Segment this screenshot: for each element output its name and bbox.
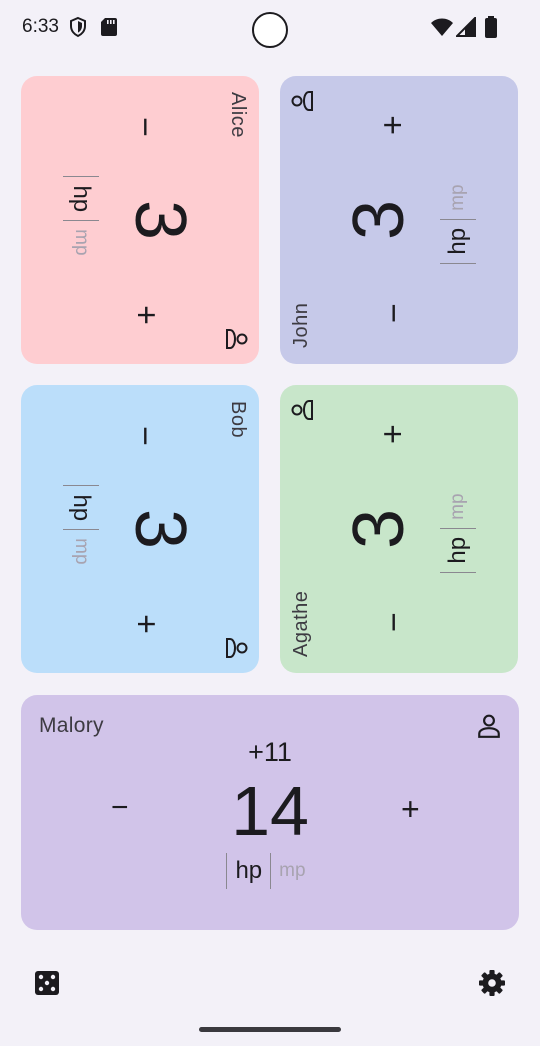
settings-gear-icon[interactable] — [478, 969, 506, 997]
tab-mp[interactable]: mp — [279, 860, 306, 881]
stat-tabs: hp mp — [63, 385, 99, 673]
tab-mp[interactable]: mp — [447, 184, 468, 211]
tab-mp[interactable]: mp — [71, 538, 92, 565]
player-card-bob: Bob − 3 + hp mp — [21, 385, 259, 673]
player-name: Malory — [39, 714, 104, 737]
player-card-content: Agathe − 3 + hp mp — [280, 385, 518, 673]
hp-value: 14 — [231, 772, 309, 850]
stat-tabs: hp mp — [63, 76, 99, 364]
tab-mp[interactable]: mp — [71, 229, 92, 256]
player-name: Bob — [227, 401, 249, 439]
status-bar: 6:33 — [0, 0, 540, 56]
player-name: Alice — [227, 92, 249, 138]
shield-icon — [70, 16, 86, 38]
person-icon[interactable] — [225, 328, 249, 350]
player-card-content: Bob − 3 + hp mp — [21, 385, 259, 673]
person-icon[interactable] — [477, 713, 501, 739]
player-card-content: Alice − 3 + hp mp — [21, 76, 259, 364]
player-card-alice: Alice − 3 + hp mp — [21, 76, 259, 364]
player-card-agathe: Agathe − 3 + hp mp — [280, 385, 518, 673]
increment-button[interactable]: + — [127, 614, 165, 634]
decrement-button[interactable]: − — [111, 791, 129, 824]
player-name: John — [290, 302, 312, 348]
tab-hp[interactable]: hp — [63, 485, 99, 531]
player-card-john: John − 3 + hp mp — [280, 76, 518, 364]
increment-button[interactable]: + — [127, 305, 165, 325]
player-name: Agathe — [290, 590, 312, 657]
sd-card-icon — [101, 18, 117, 36]
stat-tabs: hp mp — [21, 853, 519, 889]
person-icon[interactable] — [290, 399, 314, 421]
tab-hp[interactable]: hp — [63, 176, 99, 222]
person-icon[interactable] — [225, 637, 249, 659]
stat-tabs: hp mp — [440, 76, 476, 364]
increment-button[interactable]: + — [401, 791, 420, 827]
player-card-malory: Malory +11 − 14 + hp mp — [21, 695, 519, 930]
tab-mp[interactable]: mp — [447, 493, 468, 520]
stat-tabs: hp mp — [440, 385, 476, 673]
increment-button[interactable]: + — [374, 115, 412, 135]
tab-hp[interactable]: hp — [440, 218, 476, 264]
navigation-handle[interactable] — [199, 1027, 341, 1032]
signal-icon — [456, 17, 476, 37]
dice-icon[interactable] — [34, 970, 60, 996]
status-time: 6:33 — [22, 16, 59, 37]
person-icon[interactable] — [290, 90, 314, 112]
tab-hp[interactable]: hp — [440, 527, 476, 573]
tab-hp[interactable]: hp — [226, 853, 272, 889]
camera-cutout — [252, 12, 288, 48]
increment-button[interactable]: + — [374, 424, 412, 444]
value-delta: +11 — [248, 737, 292, 767]
wifi-icon — [431, 18, 453, 36]
battery-icon — [485, 16, 497, 38]
player-card-content: John − 3 + hp mp — [280, 76, 518, 364]
